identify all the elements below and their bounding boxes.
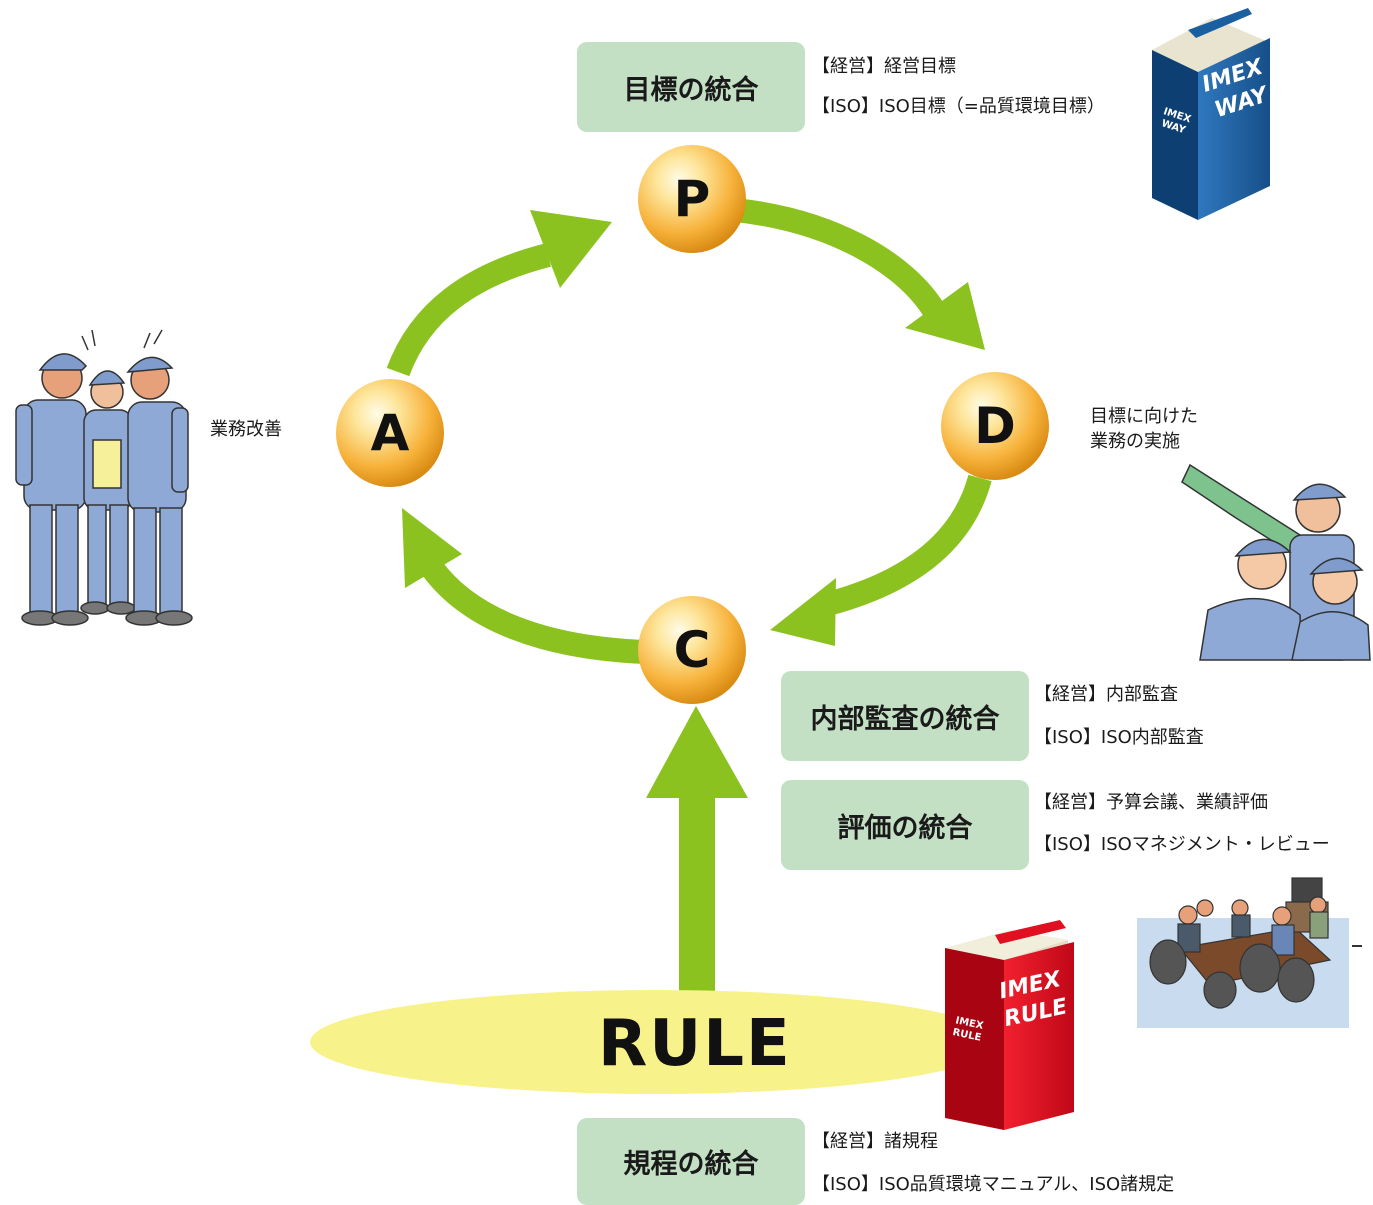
- meeting-room-illustration: [1137, 877, 1362, 1028]
- arrow-p-to-d: [733, 198, 985, 350]
- arrow-rule-to-c: [646, 706, 748, 1005]
- audit-integration-box: 内部監査の統合: [781, 671, 1029, 761]
- implementation-label-line2: 業務の実施: [1090, 431, 1180, 452]
- rule-ellipse: [310, 990, 1000, 1094]
- improvement-label: 業務改善: [210, 419, 282, 440]
- arrow-a-to-p: [386, 210, 612, 377]
- audit-management-note: 【経営】内部監査: [1034, 684, 1178, 705]
- ball-a-label: A: [370, 404, 410, 462]
- rule-label: RULE: [598, 1007, 792, 1081]
- book-imex-way-icon: [1152, 8, 1270, 220]
- evaluation-integration-box: 評価の統合: [781, 780, 1029, 870]
- rules-integration-box: 規程の統合: [577, 1118, 805, 1205]
- arrow-c-to-a: [402, 508, 646, 664]
- evaluation-iso-note: 【ISO】ISOマネジメント・レビュー: [1034, 834, 1330, 855]
- evaluation-management-note: 【経営】予算会議、業績評価: [1034, 792, 1268, 813]
- book-imex-rule-icon: [945, 920, 1074, 1130]
- workers-discussing-illustration: [15, 329, 193, 626]
- ball-a: [336, 379, 444, 487]
- ball-p: [638, 145, 746, 253]
- goal-integration-box: 目標の統合: [577, 42, 805, 132]
- ball-c-label: C: [673, 621, 711, 679]
- ball-d: [941, 372, 1049, 480]
- implementation-label-line1: 目標に向けた: [1090, 406, 1198, 427]
- ball-d-label: D: [974, 397, 1016, 455]
- audit-iso-note: 【ISO】ISO内部監査: [1034, 727, 1204, 748]
- goal-management-note: 【経営】経営目標: [812, 56, 956, 77]
- goal-iso-note: 【ISO】ISO目標（=品質環境目標）: [812, 96, 1105, 117]
- rules-management-note: 【経営】諸規程: [812, 1131, 938, 1152]
- ball-c: [638, 596, 746, 704]
- arrow-d-to-c: [770, 474, 992, 646]
- workers-pointing-illustration: [1181, 463, 1371, 661]
- rules-iso-note: 【ISO】ISO品質環境マニュアル、ISO諸規定: [812, 1174, 1175, 1195]
- ball-p-label: P: [673, 170, 711, 228]
